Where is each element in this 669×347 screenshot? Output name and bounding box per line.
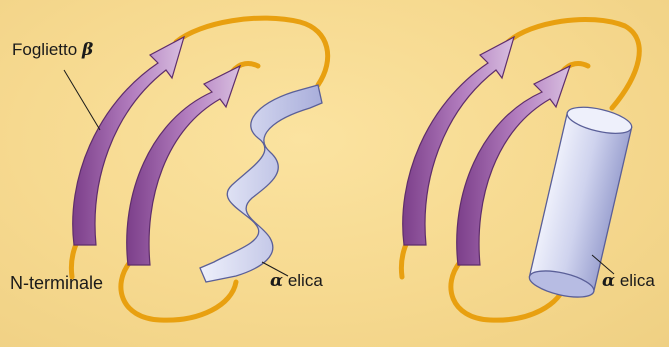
left-top-loop <box>176 18 328 85</box>
alpha-symbol-left: α <box>270 271 283 291</box>
left-beta-strand-2 <box>127 66 240 265</box>
beta-symbol: β <box>82 40 93 60</box>
left-alpha-helix-ribbon <box>200 85 322 282</box>
alpha-symbol-right: α <box>602 271 615 291</box>
left-sheet-leader-line <box>64 70 100 130</box>
alpha-helix-label-right: α elica <box>602 271 655 291</box>
beta-sheet-label: Foglietto β <box>12 40 93 60</box>
alpha-helix-label-left: α elica <box>270 271 323 291</box>
alpha-helix-text-left: elica <box>288 271 323 290</box>
beta-sheet-text: Foglietto <box>12 40 77 59</box>
n-terminal-label: N-terminale <box>10 273 103 294</box>
alpha-helix-text-right: elica <box>620 271 655 290</box>
